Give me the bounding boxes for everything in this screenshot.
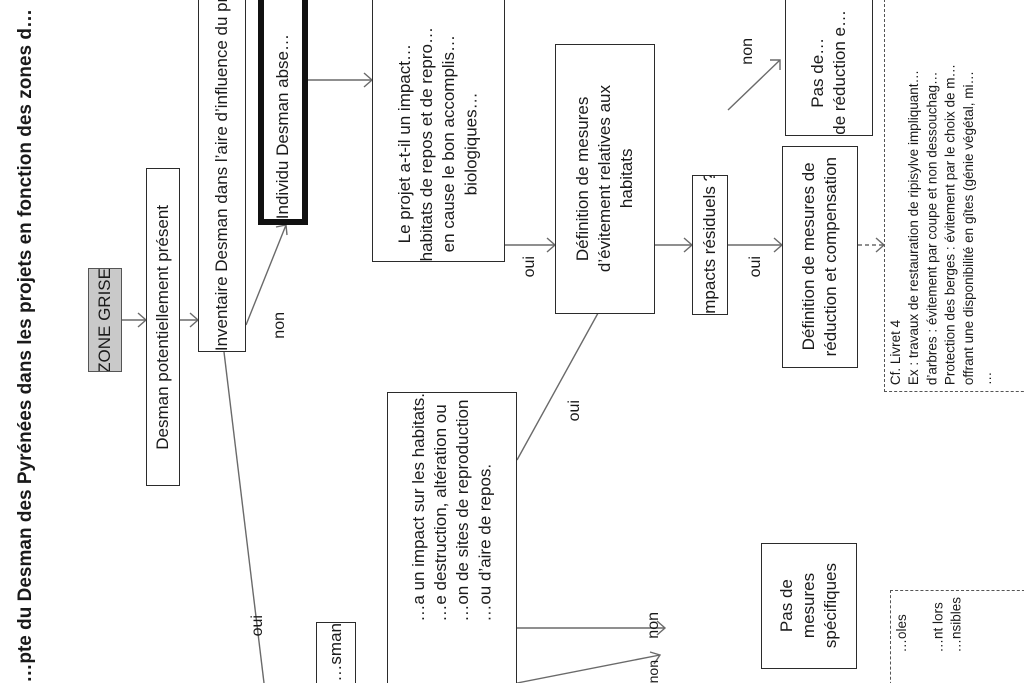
note-livret-box: Cf. Livret 4 Ex : travaux de restauratio… [884,0,1024,392]
pas-reduction-text: Pas de… de réduction e… [807,10,849,135]
desman-present-box: Desman potentiellement présent [146,168,180,486]
label-non-question-habitats: non [645,612,662,639]
connector-habitats-to-evitement [516,294,609,461]
connector-inventaire-oui [223,351,265,683]
individu-absent-text: Individu Desman abse… [272,33,292,219]
desman-present-text: Desman potentiellement présent [152,204,172,450]
arrowhead-inventaire-to-absent [275,224,288,236]
inventaire-box: Inventaire Desman dans l’aire d’influenc… [198,0,246,352]
definition-evitement-text: Définition de mesures d’évitement relati… [572,85,637,273]
desman-partial-box: …sman [316,622,356,683]
note-livret-text: Cf. Livret 4 Ex : travaux de restauratio… [888,63,995,385]
label-oui-impacts: oui [747,256,764,278]
arrowhead-habitats-to-pas-specifiques [656,620,667,636]
definition-evitement-box: Définition de mesures d’évitement relati… [555,44,655,314]
connector-impacts-to-pas-reduction [727,59,781,111]
connector-inventaire-to-absent [245,224,287,326]
pas-specifiques-text: Pas de mesures spécifiques [776,563,841,649]
question-repos-box: Le projet a-t-il un impact… habitats de … [372,0,505,262]
reduction-compensation-box: Définition de mesures de réduction et co… [782,146,858,368]
individu-absent-box: Individu Desman abse… [258,0,308,225]
arrowhead-impacts-to-pas-reduction [770,59,781,70]
label-non-lower: non [645,660,661,683]
zone-grise-box: ZONE GRISE [88,268,122,372]
label-oui-inventaire: oui [249,615,266,637]
label-non-impacts: non [739,38,756,65]
connector-habitats-non-lower [516,654,661,683]
label-oui-question-repos: oui [521,256,538,278]
zone-grise-text: ZONE GRISE [94,268,114,372]
reduction-compensation-text: Définition de mesures de réduction et co… [798,157,840,357]
question-habitats-text: …a un impact sur les habitats. …e destru… [408,393,495,622]
label-non-inventaire: non [271,312,288,339]
diagram-title-text: …pte du Desman des Pyrénées dans les pro… [15,9,36,683]
label-oui-question-habitats: oui [566,400,583,422]
desman-partial-text: …sman [325,623,345,682]
impacts-residuels-text: Impacts résiduels ? [699,175,719,315]
note-left-box: …oles …nt lors …nsibles [890,590,1024,683]
pas-specifiques-box: Pas de mesures spécifiques [761,543,857,669]
question-repos-text: Le projet a-t-il un impact… habitats de … [395,26,481,261]
impacts-residuels-box: Impacts résiduels ? [692,175,728,315]
note-left-text: …oles …nt lors …nsibles [894,597,964,653]
diagram-title: …pte du Desman des Pyrénées dans les pro… [14,0,39,683]
question-habitats-box: …a un impact sur les habitats. …e destru… [387,392,517,683]
pas-reduction-box: Pas de… de réduction e… [785,0,873,136]
inventaire-text: Inventaire Desman dans l’aire d’influenc… [211,0,231,351]
arrowhead-habitats-non-lower [649,651,662,665]
